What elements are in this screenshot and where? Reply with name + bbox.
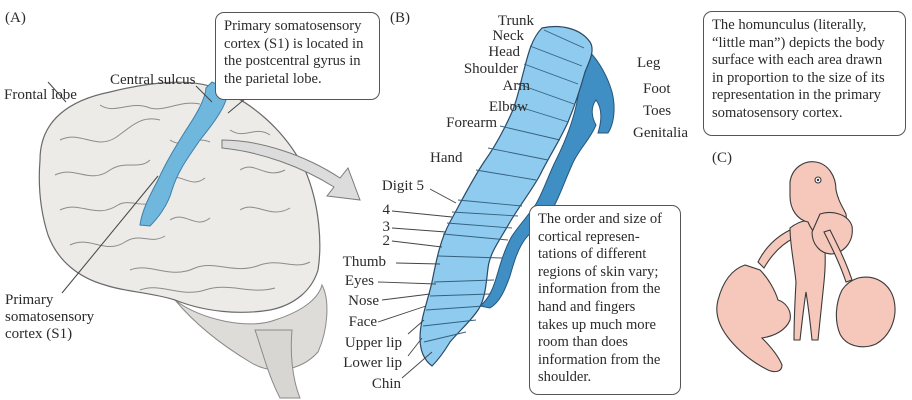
callout-line: The order and size of	[538, 211, 662, 227]
callout-line: somatosensory cortex.	[712, 104, 843, 121]
label-toes: Toes	[643, 103, 672, 119]
callout-line: The homunculus (literally,	[712, 17, 867, 33]
callout-line: regions of skin vary;	[538, 263, 659, 280]
panel-label-c: (C)	[712, 150, 732, 166]
label-chin: Chin	[371, 376, 401, 392]
homunculus-right-fist	[835, 276, 896, 348]
callout-line: representation in the primary	[712, 87, 881, 104]
label-forearm: Forearm	[446, 115, 497, 131]
callout-line: takes up much more	[538, 316, 656, 333]
label-elbow: Elbow	[488, 99, 528, 115]
gyri-lines	[54, 102, 311, 293]
label-eyes: Eyes	[344, 273, 374, 289]
label-digit5: Digit 5	[381, 178, 424, 194]
callout-line: shoulder.	[538, 369, 592, 386]
label-trunk: Trunk	[497, 13, 534, 29]
cortex-inner-surface	[478, 49, 615, 309]
s1-highlight	[139, 81, 227, 227]
label-frontal-lobe: Frontal lobe	[4, 87, 77, 103]
callout-line: hand and fingers	[538, 298, 636, 315]
label-digit4: 4	[382, 202, 391, 218]
label-genitalia: Genitalia	[633, 125, 688, 141]
panel-label-b: (B)	[390, 10, 410, 26]
panel-label-a: (A)	[5, 10, 26, 26]
leader-lower-lip	[407, 337, 423, 357]
label-leg: Leg	[637, 55, 661, 71]
homunculus-right-arm	[823, 229, 853, 283]
leader-digit4	[391, 210, 453, 218]
label-nose: Nose	[348, 293, 379, 309]
homunculus-illustration	[716, 161, 896, 373]
label-central-sulcus: Central sulcus	[110, 72, 196, 88]
callout-line: information from the	[538, 351, 661, 368]
homunculus-left-hand	[716, 264, 791, 373]
callout-line: “little man”) depicts the body	[712, 34, 885, 51]
callout-line: cortical represen-	[538, 228, 640, 245]
cortex-segment-lines	[422, 29, 585, 343]
label-neck: Neck	[492, 28, 524, 44]
label-s1-line1: Primary	[5, 292, 54, 308]
leader-face	[377, 305, 427, 323]
callout-line: Primary somatosensory	[224, 18, 362, 34]
label-s1-line3: cortex (S1)	[5, 326, 73, 342]
label-s1-line2: somatosensory	[5, 309, 95, 325]
leader-frontal-lobe	[47, 81, 67, 103]
callout-line: information from the	[538, 281, 661, 298]
s1-location-callout: Primary somatosensory cortex (S1) is loc…	[215, 12, 380, 100]
leader-thumb	[395, 262, 441, 265]
leader-eyes	[377, 281, 437, 285]
leader-central-sulcus	[195, 85, 213, 103]
callout-line: the postcentral gyrus in	[224, 53, 361, 70]
leader-upper-lip	[407, 319, 425, 335]
brain-illustration	[38, 81, 361, 399]
label-digit2: 2	[382, 233, 391, 249]
callout-line: surface with each area drawn	[712, 52, 883, 69]
label-shoulder: Shoulder	[463, 61, 518, 77]
label-face: Face	[348, 314, 377, 330]
label-digit3: 3	[382, 219, 391, 235]
leader-chin	[401, 351, 433, 379]
label-upper-lip: Upper lip	[344, 335, 402, 351]
leader-s1-callout	[227, 97, 247, 114]
cortical-order-callout: The order and size of cortical represen-…	[529, 205, 681, 395]
homunculus-left-arm	[757, 229, 795, 269]
homunculus-callout: The homunculus (literally, “little man”)…	[703, 11, 906, 136]
label-arm: Arm	[502, 78, 531, 94]
pointer-arrow	[221, 139, 361, 201]
cortex-map-illustration	[377, 25, 615, 379]
callout-line: tations of different	[538, 246, 647, 263]
label-head: Head	[488, 44, 520, 60]
callout-line: the parietal lobe.	[224, 70, 322, 87]
label-lower-lip: Lower lip	[343, 355, 402, 371]
leader-s1-label	[61, 175, 159, 294]
callout-line: in proportion to the size of its	[712, 69, 885, 86]
cerebrum	[38, 81, 321, 313]
leader-digit2	[391, 240, 443, 248]
label-foot: Foot	[643, 81, 671, 97]
callout-line: cortex (S1) is located in	[224, 35, 364, 52]
label-thumb: Thumb	[342, 254, 386, 270]
label-hand: Hand	[430, 150, 463, 166]
callout-line: room than does	[538, 334, 628, 351]
leader-nose	[381, 293, 431, 301]
brainstem	[254, 329, 301, 399]
leader-digit5	[429, 188, 457, 204]
leader-digit3	[391, 227, 447, 233]
